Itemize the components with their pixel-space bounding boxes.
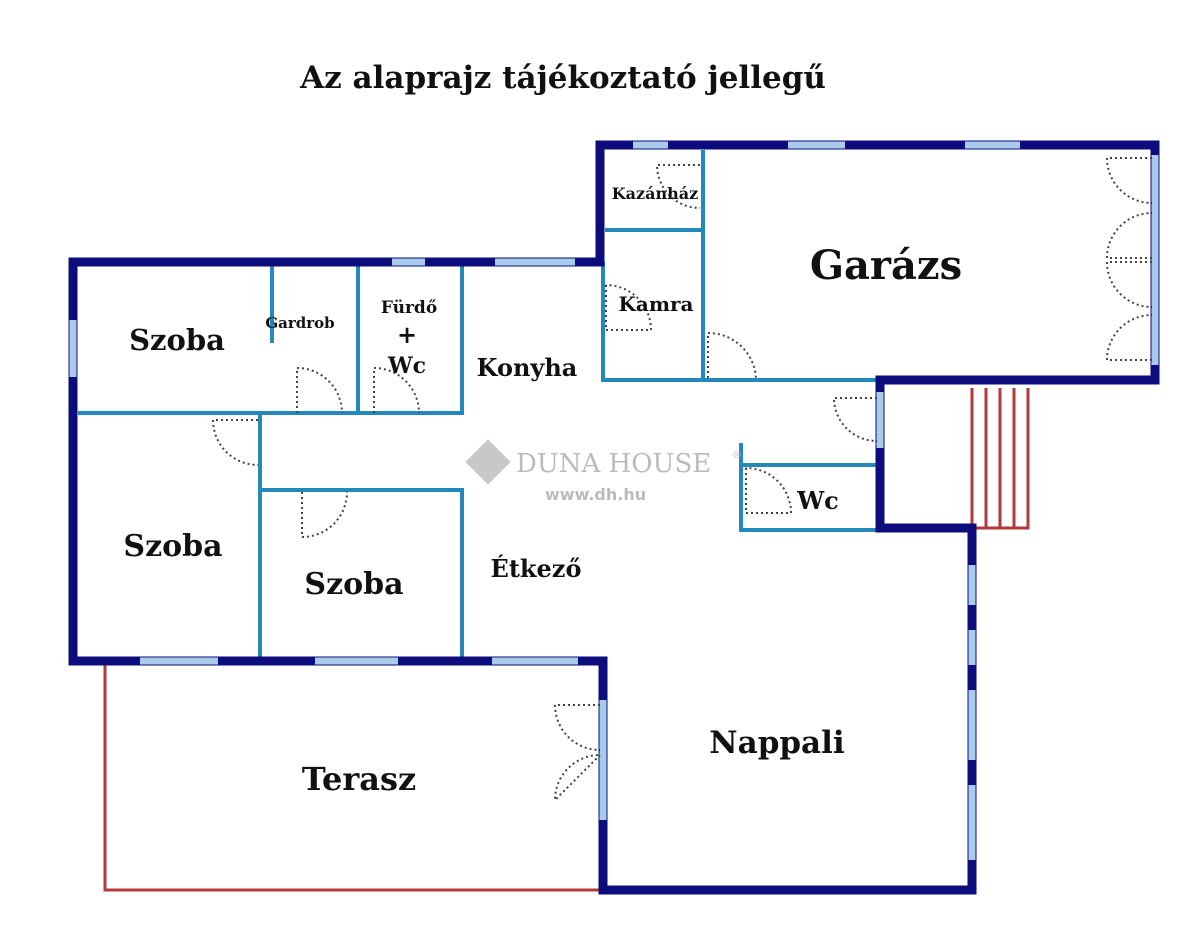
watermark-registered: ® xyxy=(732,450,742,461)
outer-walls xyxy=(68,140,1160,895)
room-label-kamra: Kamra xyxy=(619,292,694,316)
inner-walls xyxy=(78,150,880,658)
room-label-szoba-1: Szoba xyxy=(129,323,225,357)
room-label-szoba-2: Szoba xyxy=(123,529,222,564)
room-label-konyha: Konyha xyxy=(477,353,578,382)
room-label-kazanhaz: Kazánház xyxy=(612,184,698,203)
room-label-garazs: Garázs xyxy=(810,242,962,289)
room-label-terasz: Terasz xyxy=(302,760,416,798)
doors xyxy=(211,157,1153,803)
plan-title: Az alaprajz tájékoztató jellegű xyxy=(299,60,826,96)
room-label-gardrob: Gardrob xyxy=(265,314,334,332)
stairs xyxy=(970,388,1030,530)
windows xyxy=(69,141,1159,860)
watermark-url: www.dh.hu xyxy=(545,485,646,504)
duna-house-watermark: DUNA HOUSE ® www.dh.hu xyxy=(465,439,742,504)
terrace-outline xyxy=(103,665,600,892)
room-label-nappali: Nappali xyxy=(709,725,844,761)
room-label-furdo: Fürdő xyxy=(381,298,437,318)
room-label-etkezo: Étkező xyxy=(491,554,582,583)
room-label-furdo-plus: + xyxy=(397,320,417,349)
room-label-wc: Wc xyxy=(796,486,839,515)
room-label-furdo-wc: Wc xyxy=(387,353,426,379)
duna-house-logo-icon xyxy=(465,439,511,485)
room-label-szoba-3: Szoba xyxy=(304,567,403,602)
room-labels: Szoba Gardrob Fürdő + Wc Konyha Kazánház… xyxy=(123,184,962,798)
watermark-brand: DUNA HOUSE xyxy=(516,449,711,479)
